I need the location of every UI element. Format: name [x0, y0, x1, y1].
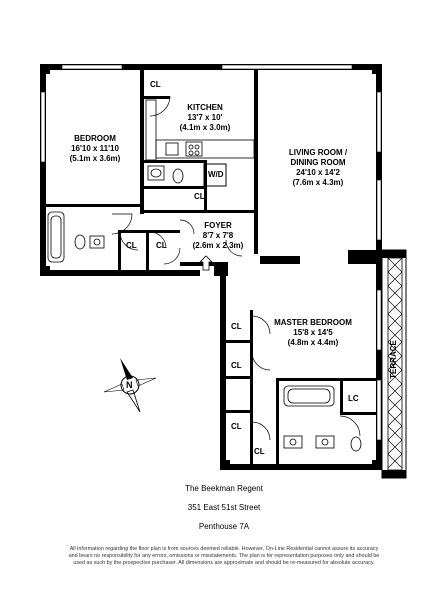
- washer-dryer-label: W/D: [208, 170, 224, 179]
- closet-label-master-1: CL: [231, 322, 242, 331]
- toilet-bedroom: [74, 234, 86, 250]
- exterior-walls: [40, 64, 382, 470]
- bedroom-dim-ft: 16'10 x 11'10: [71, 144, 119, 153]
- disclaimer-line-1: All information regarding the floor plan…: [69, 546, 379, 552]
- bedroom-label: BEDROOM 16'10 x 11'10 (5.1m x 3.6m): [55, 134, 135, 164]
- foyer-name: FOYER: [204, 221, 232, 230]
- living-label: LIVING ROOM / DINING ROOM 24'10 x 14'2 (…: [278, 148, 358, 188]
- kitchen-dim-ft: 13'7 x 10': [187, 113, 223, 122]
- living-name: LIVING ROOM /: [288, 148, 348, 157]
- living-dim-m: (7.6m x 4.3m): [292, 178, 344, 187]
- doors: [111, 95, 361, 441]
- kitchen-label: KITCHEN 13'7 x 10' (4.1m x 3.0m): [170, 103, 240, 133]
- living-dim-ft: 24'10 x 14'2: [296, 168, 340, 177]
- windows: [40, 64, 382, 441]
- linen-closet-label: LC: [348, 394, 359, 403]
- closet-label-master-bath: CL: [254, 447, 265, 456]
- compass-icon: [103, 358, 157, 413]
- closet-label-right: CL: [156, 241, 167, 250]
- bathtub-bedroom: [47, 211, 65, 263]
- bathtub-master: [283, 385, 335, 407]
- bedroom-dim-m: (5.1m x 3.6m): [69, 154, 121, 163]
- terrace: [381, 249, 407, 479]
- master-dim-ft: 15'8 x 14'5: [293, 328, 333, 337]
- master-name: MASTER BEDROOM: [274, 318, 352, 327]
- foyer-dim-ft: 8'7 x 7'8: [202, 231, 234, 240]
- interior-walls: [46, 64, 376, 464]
- closet-label-master-2: CL: [231, 361, 242, 370]
- master-label: MASTER BEDROOM 15'8 x 14'5 (4.8m x 4.4m): [268, 318, 358, 348]
- bedroom-name: BEDROOM: [74, 134, 116, 143]
- terrace-label: TERRACE: [388, 340, 398, 379]
- foyer-dim-m: (2.6m x 2.3m): [192, 241, 244, 250]
- master-dim-m: (4.8m x 4.4m): [287, 338, 339, 347]
- closet-label-hall: CL: [194, 192, 205, 201]
- compass-north-label: N: [126, 380, 133, 390]
- building-name: The Beekman Regent: [185, 484, 263, 493]
- living-name2: DINING ROOM: [290, 158, 346, 167]
- disclaimer-line-2: and bears no responsibility for any erro…: [68, 553, 380, 559]
- closet-label-left: CL: [126, 241, 137, 250]
- kitchen-name: KITCHEN: [187, 103, 223, 112]
- building-address: 351 East 51st Street: [187, 503, 261, 512]
- entry-arrow: [199, 255, 213, 271]
- closet-label-master-3: CL: [231, 422, 242, 431]
- closet-label-kitchen: CL: [150, 80, 161, 89]
- unit-name: Penthouse 7A: [198, 522, 250, 531]
- fixtures: [47, 99, 362, 452]
- disclaimer-line-3: used as such by the prospective purchase…: [73, 560, 375, 566]
- washer-dryer: [203, 163, 227, 187]
- kitchen-counter: [145, 99, 157, 161]
- kitchen-dim-m: (4.1m x 3.0m): [179, 123, 231, 132]
- foyer-label: FOYER 8'7 x 7'8 (2.6m x 2.3m): [188, 221, 248, 251]
